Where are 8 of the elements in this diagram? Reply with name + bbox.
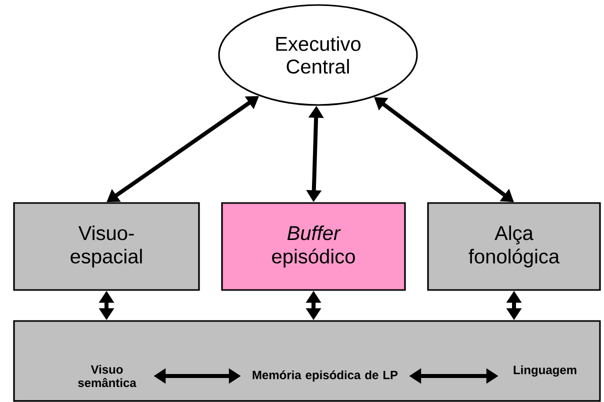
process-box: Visuo-espacial [13,202,200,291]
ellipse-node: Executivo Central [218,4,418,106]
node-label: Memória episódica de LP [252,370,398,382]
node-label: Visuo semântica [78,364,136,388]
process-box: Alça fonológica [427,202,601,291]
node-label: Linguagem [514,365,576,377]
memory-band [13,320,601,402]
process-box: Buffer episódico [221,202,406,291]
